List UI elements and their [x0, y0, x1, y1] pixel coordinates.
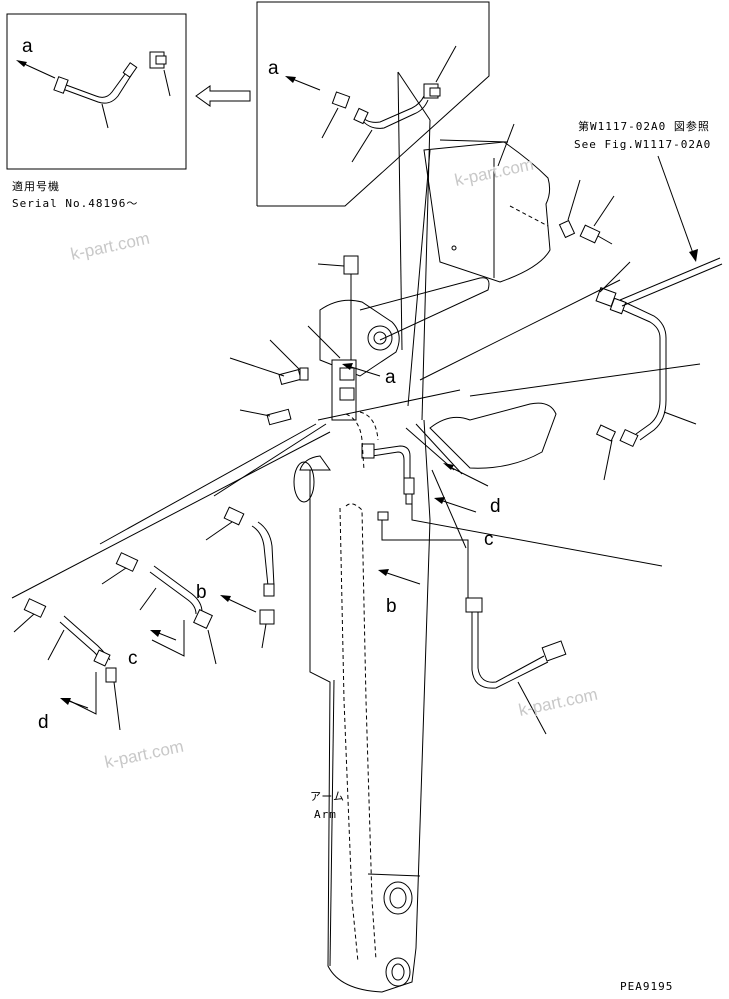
top-tee-fitting — [317, 255, 359, 360]
inset-detail-a: a — [256, 1, 490, 207]
inset-detail-callout-a: a — [268, 58, 279, 79]
callout-c-center: c — [484, 529, 494, 550]
reference-leader-arrow — [657, 155, 698, 262]
inset-serial-pipe — [53, 62, 138, 104]
inset-detail-flow-arrow — [285, 76, 321, 91]
arm-label-jp: アーム — [310, 790, 345, 803]
flow-arrow-d-left — [60, 698, 89, 709]
flow-arrow-b-left — [220, 595, 257, 613]
arm-label-en: Arm — [314, 808, 337, 821]
watermark-3: k-part.com — [517, 685, 599, 720]
reference-en: See Fig.W1117-02A0 — [574, 138, 711, 151]
figure-code: PEA9195 — [620, 980, 673, 993]
flow-arrow-b-center — [378, 569, 421, 585]
lower-right-hose — [465, 597, 567, 735]
inset-serial-frame — [6, 13, 187, 170]
bracket-bolts — [229, 325, 341, 426]
inset-detail-pipe — [351, 95, 429, 163]
inset-detail-connector — [321, 91, 351, 139]
arm-internal-hose — [339, 411, 379, 963]
hose-connection-lines — [377, 423, 663, 600]
callout-a-main: a — [385, 367, 396, 388]
center-pipe — [361, 443, 415, 505]
watermark-4: k-part.com — [103, 737, 185, 772]
callout-b-left: b — [196, 582, 207, 603]
callout-d-left: d — [38, 712, 49, 733]
callout-c-left: c — [128, 648, 138, 669]
inset-serial-applicability-jp: 適用号機 — [12, 179, 60, 193]
inset-detail-elbow — [423, 45, 457, 99]
boom-structure — [359, 71, 701, 469]
inset-serial-elbow-fitting — [149, 51, 171, 97]
callout-b-center: b — [386, 596, 397, 617]
inset-serial-number: Serial No.48196～ — [12, 197, 138, 210]
cylinder-bolt-washer — [509, 179, 615, 245]
inset-serial-variant: a 適用号機 Serial No.48196～ — [6, 13, 187, 210]
reference-jp: 第W1117-02A0 図参照 — [578, 119, 710, 133]
inset-serial-callout-a: a — [22, 36, 33, 57]
main-flow-arrow-a — [342, 363, 381, 377]
cylinder-leader — [497, 123, 515, 167]
hydraulic-cylinder — [423, 139, 551, 283]
center-bracket — [11, 299, 461, 599]
callout-d-right: d — [490, 496, 501, 517]
watermark-1: k-part.com — [69, 229, 151, 264]
left-pipe-d — [13, 598, 121, 731]
right-pipe-assembly — [595, 257, 723, 481]
inset-serial-flow-arrow — [16, 60, 56, 79]
arm-structure — [293, 419, 431, 993]
left-pipe-b — [205, 506, 275, 649]
flow-arrow-c-center — [434, 497, 477, 513]
inset-serial-leader — [101, 103, 109, 129]
inset-transfer-arrow-icon — [195, 85, 251, 107]
flow-arrow-c-left — [150, 630, 177, 641]
left-pipe-c — [101, 552, 217, 665]
inset-detail-frame — [256, 1, 490, 207]
